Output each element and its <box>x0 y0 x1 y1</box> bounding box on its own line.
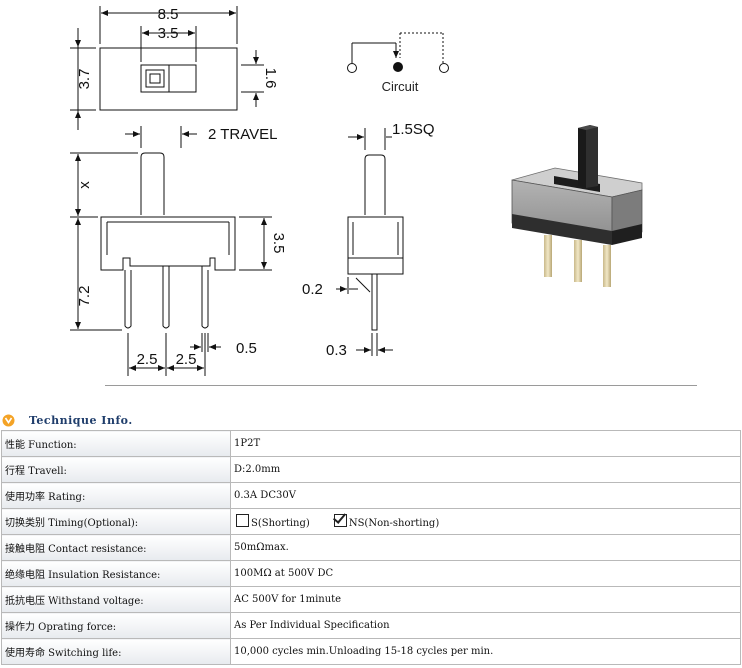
spec-row: 使用寿命 Switching life:10,000 cycles min.Un… <box>1 638 741 665</box>
section-heading: Technique Info. <box>2 412 133 428</box>
spec-value: 100MΩ at 500V DC <box>230 560 741 587</box>
spec-label: 使用功率 Rating: <box>1 482 231 509</box>
spec-value: 50mΩmax. <box>230 534 741 561</box>
dim-travel: 2 TRAVEL <box>208 126 277 143</box>
dim-top-width: 8.5 <box>158 6 179 23</box>
dim-side-pin: 0.3 <box>326 342 347 359</box>
spec-row: 抵抗电压 Withstand voltage:AC 500V for 1minu… <box>1 586 741 613</box>
dim-pitch-left: 2.5 <box>137 351 158 368</box>
spec-value: D:2.0mm <box>230 456 741 483</box>
spec-row: 操作力 Oprating force:As Per Individual Spe… <box>1 612 741 639</box>
spec-value: 0.3A DC30V <box>230 482 741 509</box>
spec-label: 行程 Travell: <box>1 456 231 483</box>
spec-label: 抵抗电压 Withstand voltage: <box>1 586 231 613</box>
spec-label: 性能 Function: <box>1 430 231 457</box>
dim-top-height: 3.7 <box>76 69 93 90</box>
checkbox-icon[interactable] <box>236 514 249 527</box>
section-title: Technique Info. <box>29 413 133 427</box>
orange-arrow-icon <box>2 414 15 426</box>
switch-product-image <box>511 125 643 287</box>
spec-row: 切换类别 Timing(Optional): S(Shorting) NS(Non-… <box>1 508 741 535</box>
spec-row: 接触电阻 Contact resistance:50mΩmax. <box>1 534 741 561</box>
spec-value: AC 500V for 1minute <box>230 586 741 613</box>
spec-label: 使用寿命 Switching life: <box>1 638 231 665</box>
dim-body-inner: 3.5 <box>270 233 287 254</box>
spec-value: S(Shorting) NS(Non-shorting) <box>230 508 741 535</box>
spec-row: 性能 Function:1P2T <box>1 430 741 457</box>
timing-option: NS(Non-shorting) <box>332 514 440 529</box>
spec-value: 10,000 cycles min.Unloading 15-18 cycles… <box>230 638 741 665</box>
spec-value: 1P2T <box>230 430 741 457</box>
circuit-label: Circuit <box>382 79 419 94</box>
dim-body-height: 7.2 <box>76 286 93 307</box>
dim-side-gap: 0.2 <box>302 281 323 298</box>
timing-option-label: NS(Non-shorting) <box>348 518 440 529</box>
separator-line <box>105 385 697 386</box>
top-view <box>70 6 264 130</box>
dim-pin-width: 0.5 <box>236 340 257 357</box>
side-view <box>336 128 404 356</box>
checked-checkbox-icon[interactable] <box>333 514 347 527</box>
timing-option: S(Shorting) <box>234 514 310 529</box>
dimension-drawing: 8.5 3.5 3.7 1.6 Circuit <box>70 6 643 376</box>
spec-label: 接触电阻 Contact resistance: <box>1 534 231 561</box>
front-view <box>70 126 272 376</box>
timing-option-label: S(Shorting) <box>251 518 310 529</box>
spec-row: 使用功率 Rating:0.3A DC30V <box>1 482 741 509</box>
dim-top-slot: 1.6 <box>262 68 279 89</box>
spec-label: 操作力 Oprating force: <box>1 612 231 639</box>
dim-square: 1.5SQ <box>392 121 435 138</box>
spec-row: 绝缘电阻 Insulation Resistance:100MΩ at 500V… <box>1 560 741 587</box>
spec-label: 绝缘电阻 Insulation Resistance: <box>1 560 231 587</box>
circuit-diagram <box>347 32 449 73</box>
spec-label: 切换类别 Timing(Optional): <box>1 508 231 535</box>
dim-x: x <box>76 181 93 189</box>
spec-value: As Per Individual Specification <box>230 612 741 639</box>
dim-top-inner: 3.5 <box>158 25 179 42</box>
spec-row: 行程 Travell:D:2.0mm <box>1 456 741 483</box>
dim-pitch-right: 2.5 <box>176 351 197 368</box>
